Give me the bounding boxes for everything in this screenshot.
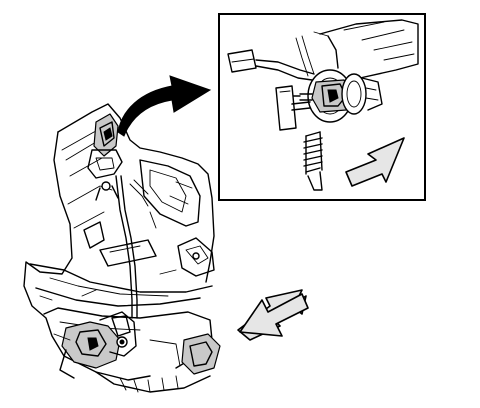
- electrical-connector: [227, 35, 315, 81]
- direction-arrow-detail: [345, 137, 405, 187]
- detail-inset: [218, 13, 426, 201]
- vehicle-body-assembly: [23, 103, 221, 393]
- detail-callout-arrow: [117, 75, 212, 137]
- cylinder-housing: [313, 19, 419, 85]
- return-spring: [303, 131, 323, 191]
- key-t-handle: [275, 85, 311, 131]
- lock-cylinder: [281, 69, 383, 123]
- direction-arrow-main: [237, 289, 309, 341]
